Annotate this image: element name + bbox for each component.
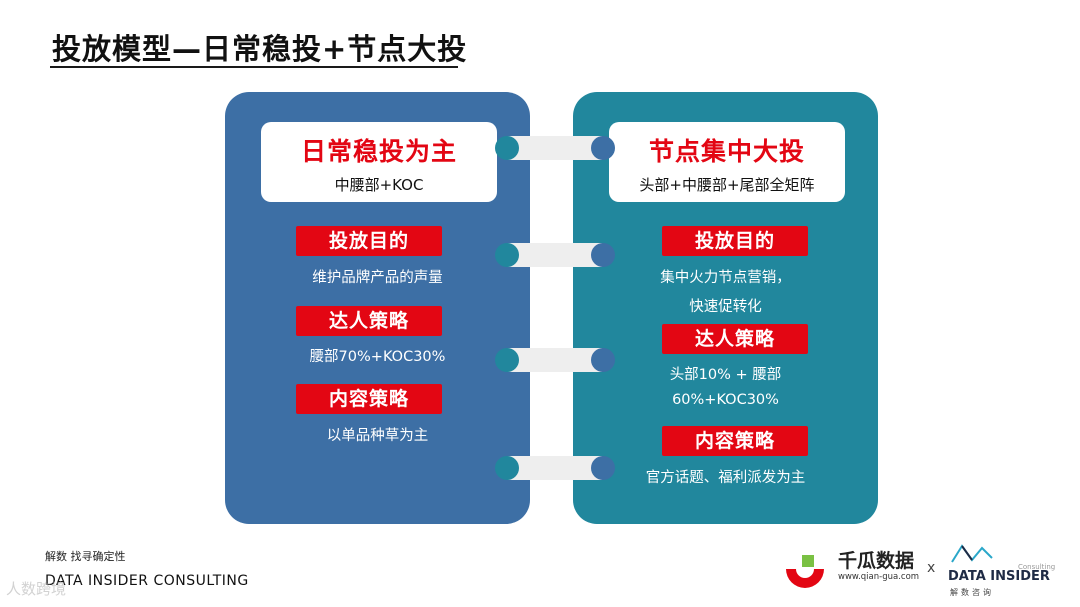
page-title: 投放模型—日常稳投+节点大投 <box>52 32 468 66</box>
binder-connector <box>493 132 619 164</box>
panel-daily-steady: 日常稳投为主 中腰部+KOC 投放目的 维护品牌产品的声量 达人策略 腰部70%… <box>225 92 530 524</box>
connector-dot <box>495 243 519 267</box>
connector-bar <box>507 243 603 267</box>
data-insider-consulting-label: Consulting <box>1018 563 1056 571</box>
left-header-subtitle: 中腰部+KOC <box>334 176 424 194</box>
left-purpose-text: 维护品牌产品的声量 <box>312 270 443 286</box>
connector-dot <box>495 456 519 480</box>
left-content-strategy-text: 以单品种草为主 <box>326 428 429 444</box>
binder-connector <box>493 239 619 271</box>
left-kol-strategy-text: 腰部70%+KOC30% <box>309 349 446 365</box>
right-header-card: 节点集中大投 头部+中腰部+尾部全矩阵 <box>609 122 845 202</box>
connector-dot <box>495 136 519 160</box>
right-content-strategy-text: 官方话题、福利派发为主 <box>645 470 806 486</box>
connector-dot <box>591 136 615 160</box>
connector-dot <box>591 456 615 480</box>
right-purpose-text-1: 集中火力节点营销， <box>660 270 791 286</box>
connector-dot <box>591 243 615 267</box>
title-underline <box>50 66 458 68</box>
qiangua-logo-icon <box>786 555 824 588</box>
connector-bar <box>507 348 603 372</box>
connector-bar <box>507 136 603 160</box>
right-header-title: 节点集中大投 <box>648 137 805 166</box>
left-tag-kol-strategy: 达人策略 <box>296 306 442 336</box>
connector-dot <box>495 348 519 372</box>
watermark: 人数跨境 <box>6 580 67 598</box>
footer-tagline: 解数 找寻确定性 <box>45 550 126 563</box>
left-tag-content-strategy: 内容策略 <box>296 384 442 414</box>
logo-separator: x <box>927 560 936 576</box>
binder-connector <box>493 452 619 484</box>
panel-node-burst: 节点集中大投 头部+中腰部+尾部全矩阵 投放目的 集中火力节点营销， 快速促转化… <box>573 92 878 524</box>
qiangua-logo-url: www.qian-gua.com <box>838 572 920 582</box>
binder-connector <box>493 344 619 376</box>
right-tag-kol-strategy: 达人策略 <box>662 324 808 354</box>
connector-dot <box>591 348 615 372</box>
left-header-title: 日常稳投为主 <box>300 137 457 166</box>
right-header-subtitle: 头部+中腰部+尾部全矩阵 <box>639 176 815 194</box>
left-tag-purpose: 投放目的 <box>296 226 442 256</box>
footer-company-name: DATA INSIDER CONSULTING <box>45 573 249 589</box>
right-kol-strategy-text-1: 头部10% + 腰部 <box>669 367 782 383</box>
connector-bar <box>507 456 603 480</box>
data-insider-logo-icon <box>951 544 993 563</box>
left-header-card: 日常稳投为主 中腰部+KOC <box>261 122 497 202</box>
data-insider-logo-name: DATA INSIDER <box>948 569 1050 584</box>
qiangua-logo-name: 千瓜数据 <box>838 550 915 572</box>
right-tag-purpose: 投放目的 <box>662 226 808 256</box>
right-kol-strategy-text-2: 60%+KOC30% <box>672 392 779 408</box>
right-tag-content-strategy: 内容策略 <box>662 426 808 456</box>
data-insider-logo-sub: 解数咨询 <box>950 588 994 597</box>
right-purpose-text-2: 快速促转化 <box>689 299 762 315</box>
